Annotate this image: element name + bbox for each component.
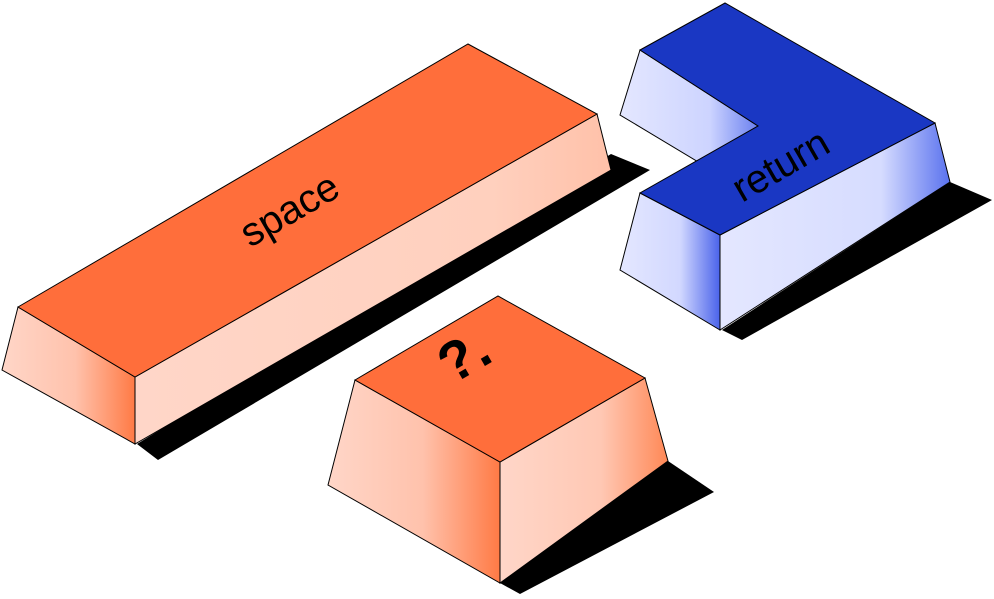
question-key-shadow (500, 461, 714, 594)
return-key: return (619, 2, 992, 340)
space-key-top-face (17, 43, 599, 378)
return-key-top-face (638, 2, 937, 236)
question-key: ?. (327, 295, 714, 594)
space-key: space (1, 43, 650, 460)
return-key-shadow (722, 182, 992, 340)
question-key-top-face (353, 295, 647, 463)
space-key-shadow (137, 154, 650, 460)
